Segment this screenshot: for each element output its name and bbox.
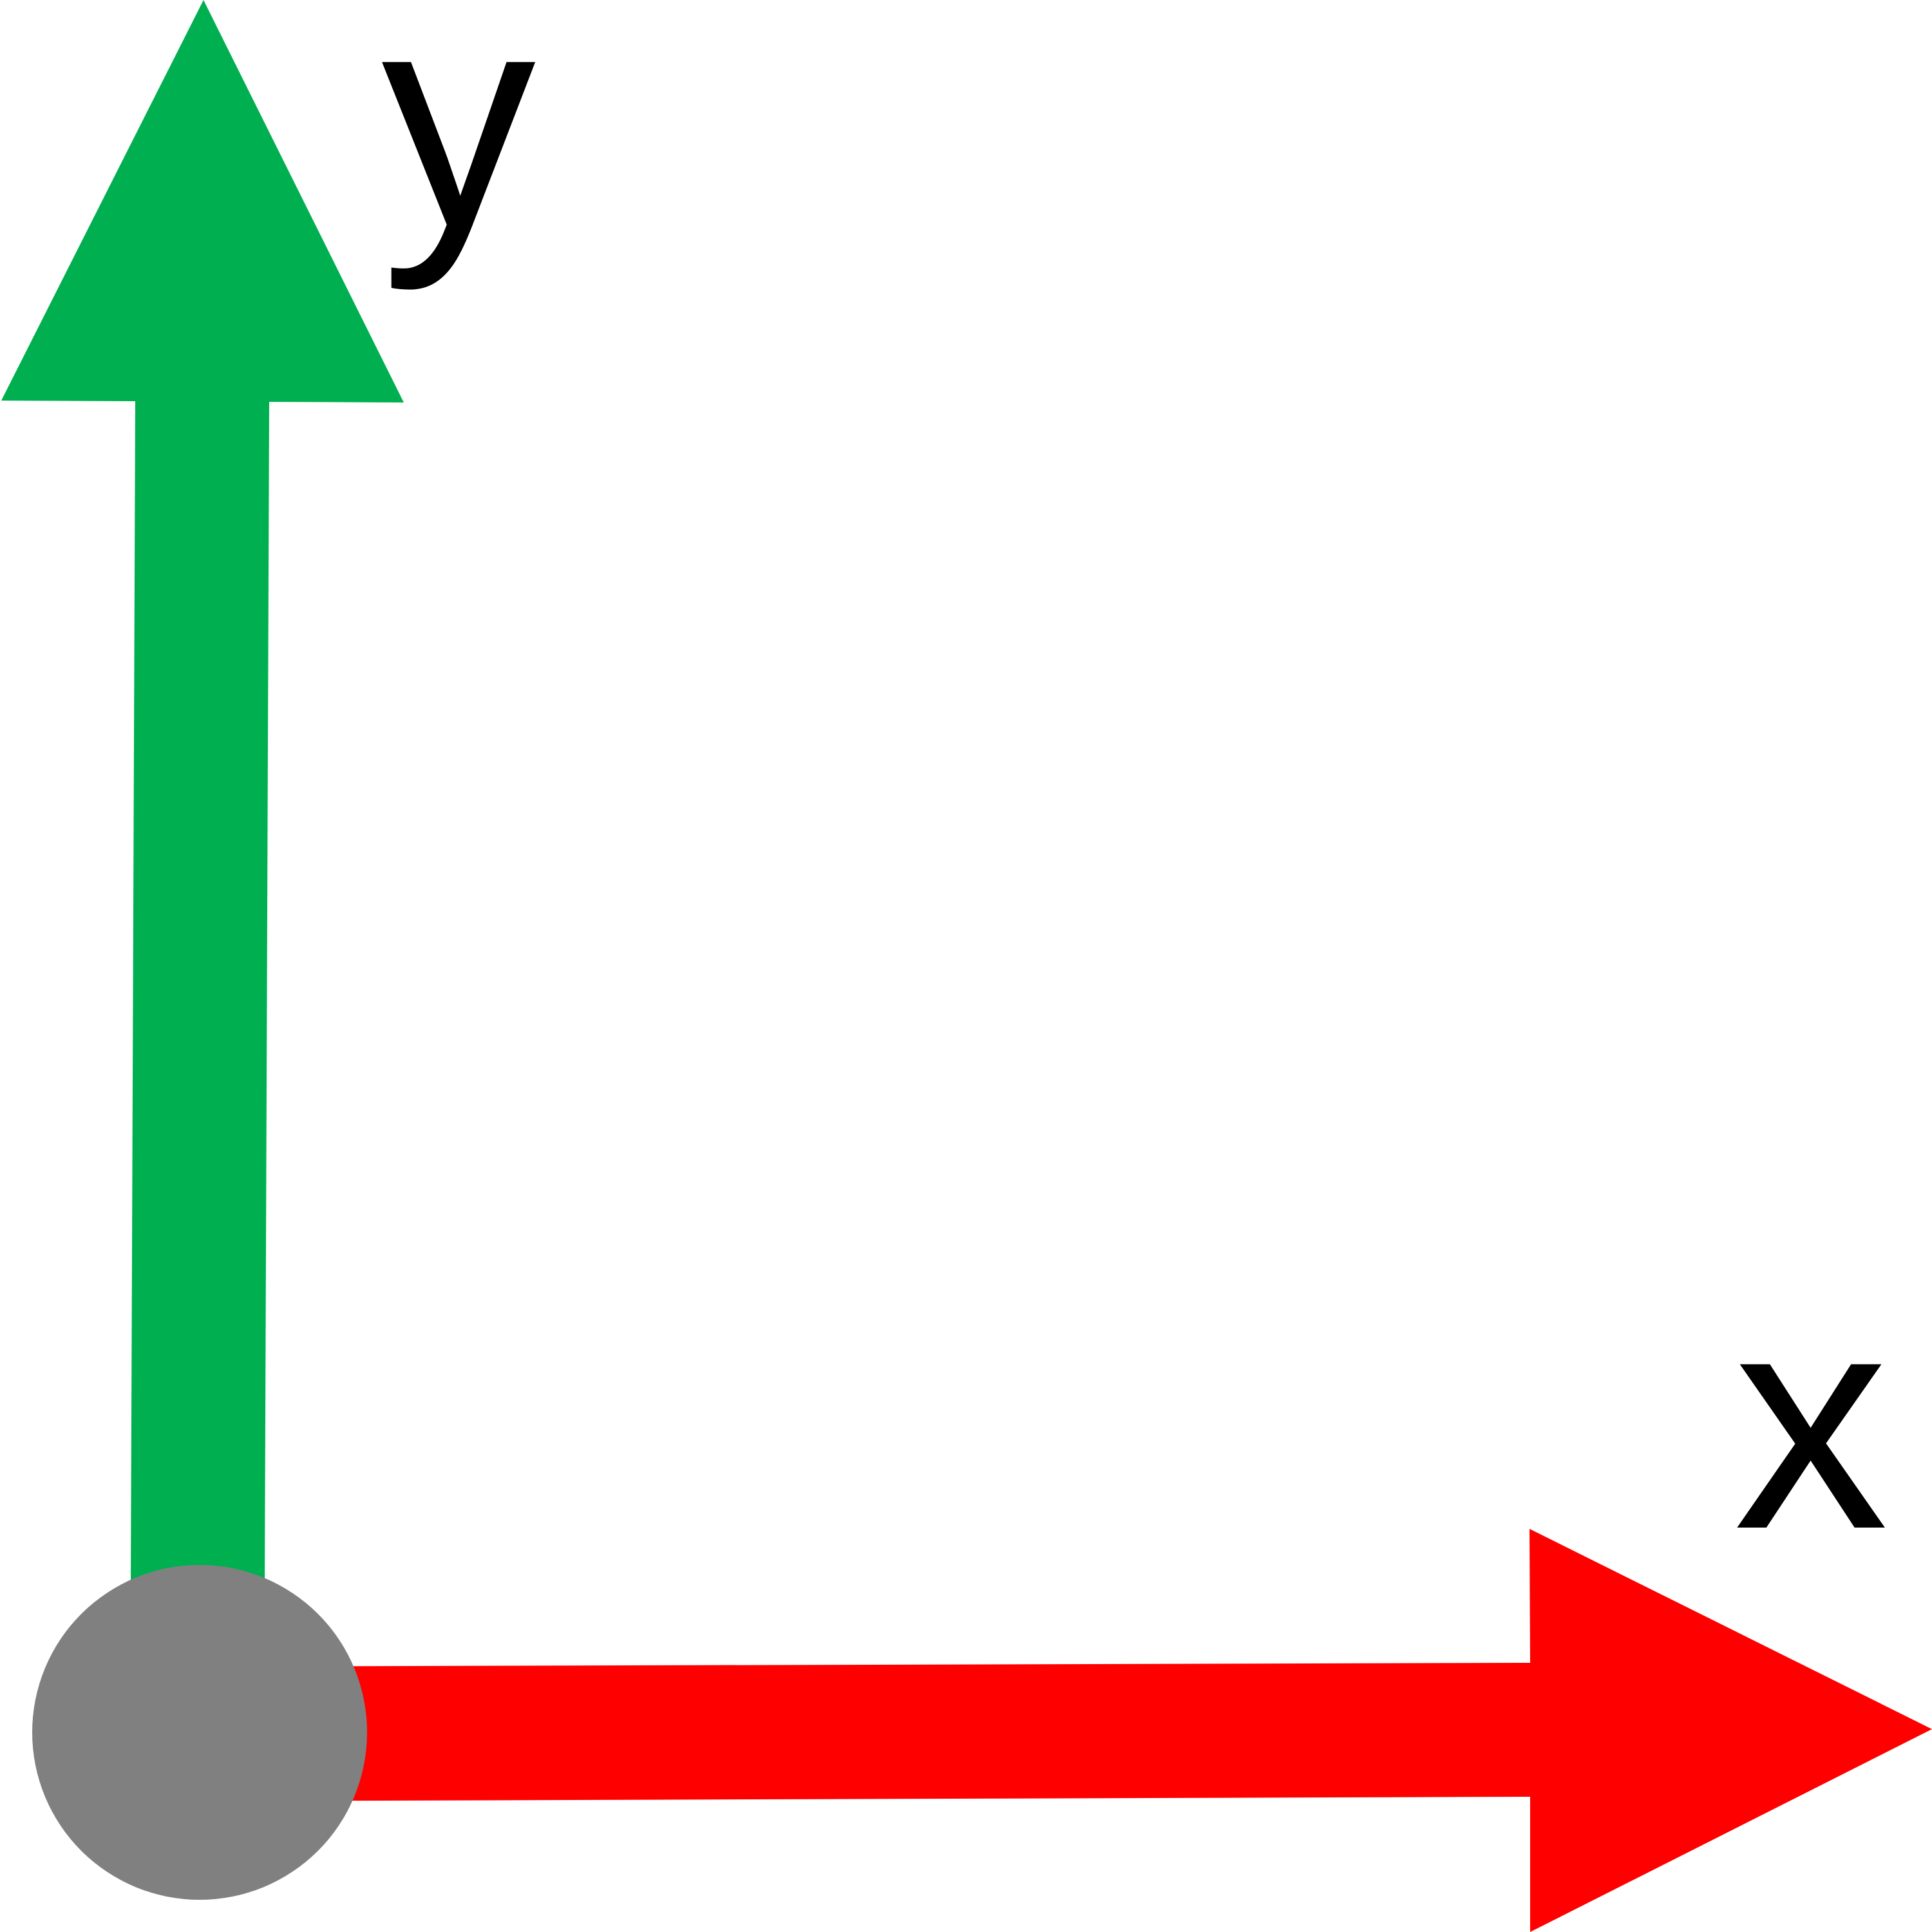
origin-dot [32, 1565, 367, 1900]
y-axis-arrow [1, 0, 404, 1589]
y-axis-label: y [381, 0, 536, 293]
x-axis-label: x [1734, 1247, 1888, 1593]
x-axis-arrow [193, 1529, 1932, 1932]
